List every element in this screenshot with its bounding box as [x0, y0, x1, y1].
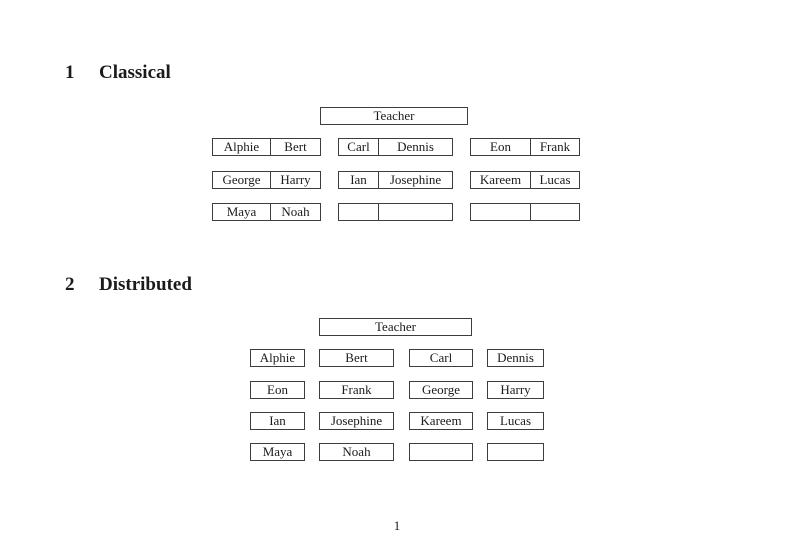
student-desk: Dennis [487, 349, 544, 367]
section-title: Classical [99, 62, 171, 83]
desk-pair: Kareem Lucas [470, 171, 580, 189]
student-desk: Noah [270, 203, 321, 221]
student-desk: Josephine [319, 412, 394, 430]
desk-pair: Maya Noah [212, 203, 321, 221]
student-desk: Maya [212, 203, 271, 221]
desk-pair: Ian Josephine [338, 171, 453, 189]
desk-pair [338, 203, 453, 221]
distributed-desk-row: Alphie Bert Carl Dennis [250, 349, 544, 367]
desk-pair: George Harry [212, 171, 321, 189]
student-desk: Harry [270, 171, 321, 189]
student-desk: Bert [319, 349, 394, 367]
student-desk: Ian [250, 412, 305, 430]
section-title: Distributed [99, 274, 192, 295]
student-desk: Ian [338, 171, 379, 189]
distributed-desk-row: Eon Frank George Harry [250, 381, 544, 399]
student-desk: Harry [487, 381, 544, 399]
student-desk: Maya [250, 443, 305, 461]
student-desk: Frank [530, 138, 580, 156]
classical-desk-row: Maya Noah [212, 203, 580, 221]
section-heading-distributed: 2 Distributed [65, 274, 192, 296]
student-desk: Carl [409, 349, 473, 367]
student-desk: Carl [338, 138, 379, 156]
section-number: 2 [65, 274, 75, 295]
student-desk: Alphie [250, 349, 305, 367]
student-desk: Kareem [409, 412, 473, 430]
desk-pair: Alphie Bert [212, 138, 321, 156]
empty-desk [530, 203, 580, 221]
empty-desk [487, 443, 544, 461]
section-heading-classical: 1 Classical [65, 62, 171, 84]
student-desk: Frank [319, 381, 394, 399]
classical-desk-row: Alphie Bert Carl Dennis Eon Frank [212, 138, 580, 156]
student-desk: Lucas [530, 171, 580, 189]
teacher-desk: Teacher [320, 107, 468, 125]
student-desk: George [409, 381, 473, 399]
student-desk: Lucas [487, 412, 544, 430]
desk-pair [470, 203, 580, 221]
classical-desk-row: George Harry Ian Josephine Kareem Lucas [212, 171, 580, 189]
student-desk: Eon [470, 138, 531, 156]
distributed-desk-row: Ian Josephine Kareem Lucas [250, 412, 544, 430]
distributed-desk-row: Maya Noah [250, 443, 544, 461]
page-number: 1 [393, 518, 401, 533]
empty-desk [470, 203, 531, 221]
desk-pair: Carl Dennis [338, 138, 453, 156]
empty-desk [409, 443, 473, 461]
student-desk: Alphie [212, 138, 271, 156]
student-desk: Eon [250, 381, 305, 399]
student-desk: George [212, 171, 271, 189]
desk-pair: Eon Frank [470, 138, 580, 156]
empty-desk [338, 203, 379, 221]
student-desk: Josephine [378, 171, 453, 189]
student-desk: Kareem [470, 171, 531, 189]
student-desk: Bert [270, 138, 321, 156]
section-number: 1 [65, 62, 75, 83]
student-desk: Dennis [378, 138, 453, 156]
teacher-desk: Teacher [319, 318, 472, 336]
student-desk: Noah [319, 443, 394, 461]
empty-desk [378, 203, 453, 221]
